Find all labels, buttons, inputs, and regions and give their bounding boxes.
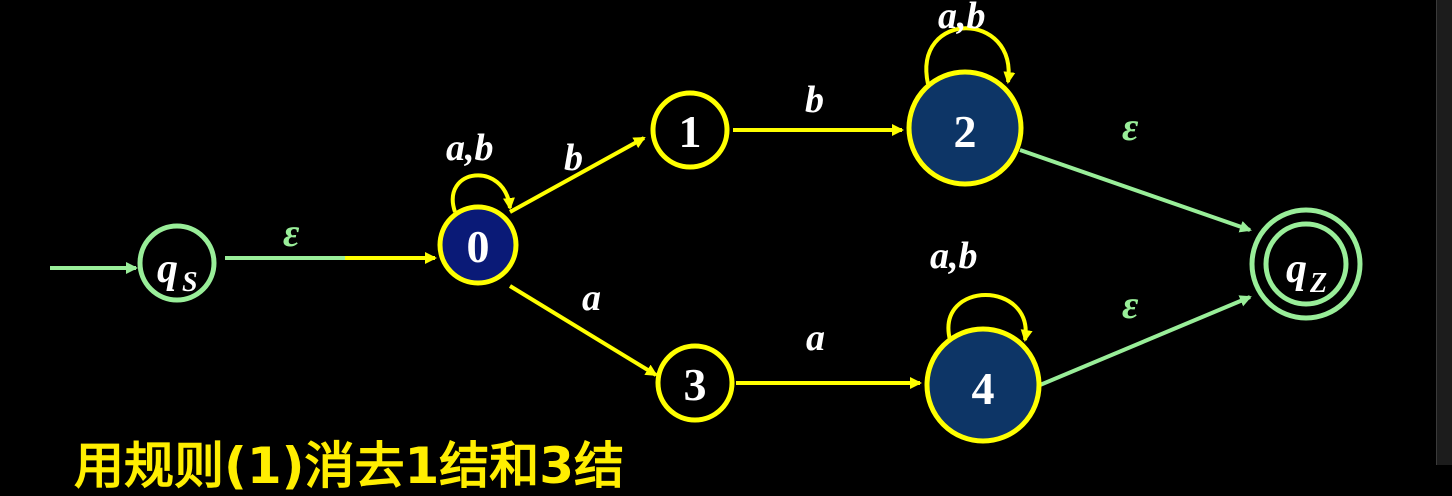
label-4-qz: ε xyxy=(1122,282,1139,327)
label-3-4: a xyxy=(806,317,825,359)
label-loop-0: a,b xyxy=(446,127,494,169)
edge-4-qz xyxy=(1039,295,1252,387)
label-0-3: a xyxy=(582,277,601,319)
diagram-canvas: q S 0 1 2 3 4 q Z ε a,b b a b a a,b a,b … xyxy=(50,0,1363,444)
state-qz: q Z xyxy=(1249,207,1363,321)
edge-0-1 xyxy=(509,136,646,214)
state-qs: q S xyxy=(137,223,217,303)
state-qs-subscript: S xyxy=(182,267,198,298)
state-1-label: 1 xyxy=(679,106,702,157)
edge-2-qz xyxy=(1019,148,1252,233)
label-1-2: b xyxy=(805,79,824,121)
state-3: 3 xyxy=(655,343,735,423)
state-3-label: 3 xyxy=(684,359,707,410)
state-2-label: 2 xyxy=(954,106,977,157)
loop-2 xyxy=(924,26,1016,85)
state-2: 2 xyxy=(906,69,1024,187)
caption-text: 用规则(1)消去1结和3结 xyxy=(74,437,625,495)
label-loop-2: a,b xyxy=(938,0,986,37)
state-4: 4 xyxy=(924,326,1042,444)
loop-0 xyxy=(450,173,515,213)
label-0-1: b xyxy=(564,137,583,179)
label-loop-4: a,b xyxy=(930,235,978,277)
state-qz-label: q xyxy=(1286,246,1307,292)
state-qz-subscript: Z xyxy=(1309,268,1327,299)
state-4-label: 4 xyxy=(972,363,995,414)
state-0-label: 0 xyxy=(467,221,490,272)
loop-4 xyxy=(946,293,1033,342)
state-1: 1 xyxy=(650,90,730,170)
state-0: 0 xyxy=(437,204,519,286)
state-qs-label: q xyxy=(157,246,178,292)
edge-0-3 xyxy=(508,284,658,377)
label-qs-0: ε xyxy=(283,210,300,255)
window-edge xyxy=(1436,0,1452,465)
nfa-diagram: q S 0 1 2 3 4 q Z ε a,b b a b a a,b a,b … xyxy=(50,0,1363,444)
label-2-qz: ε xyxy=(1122,104,1139,149)
